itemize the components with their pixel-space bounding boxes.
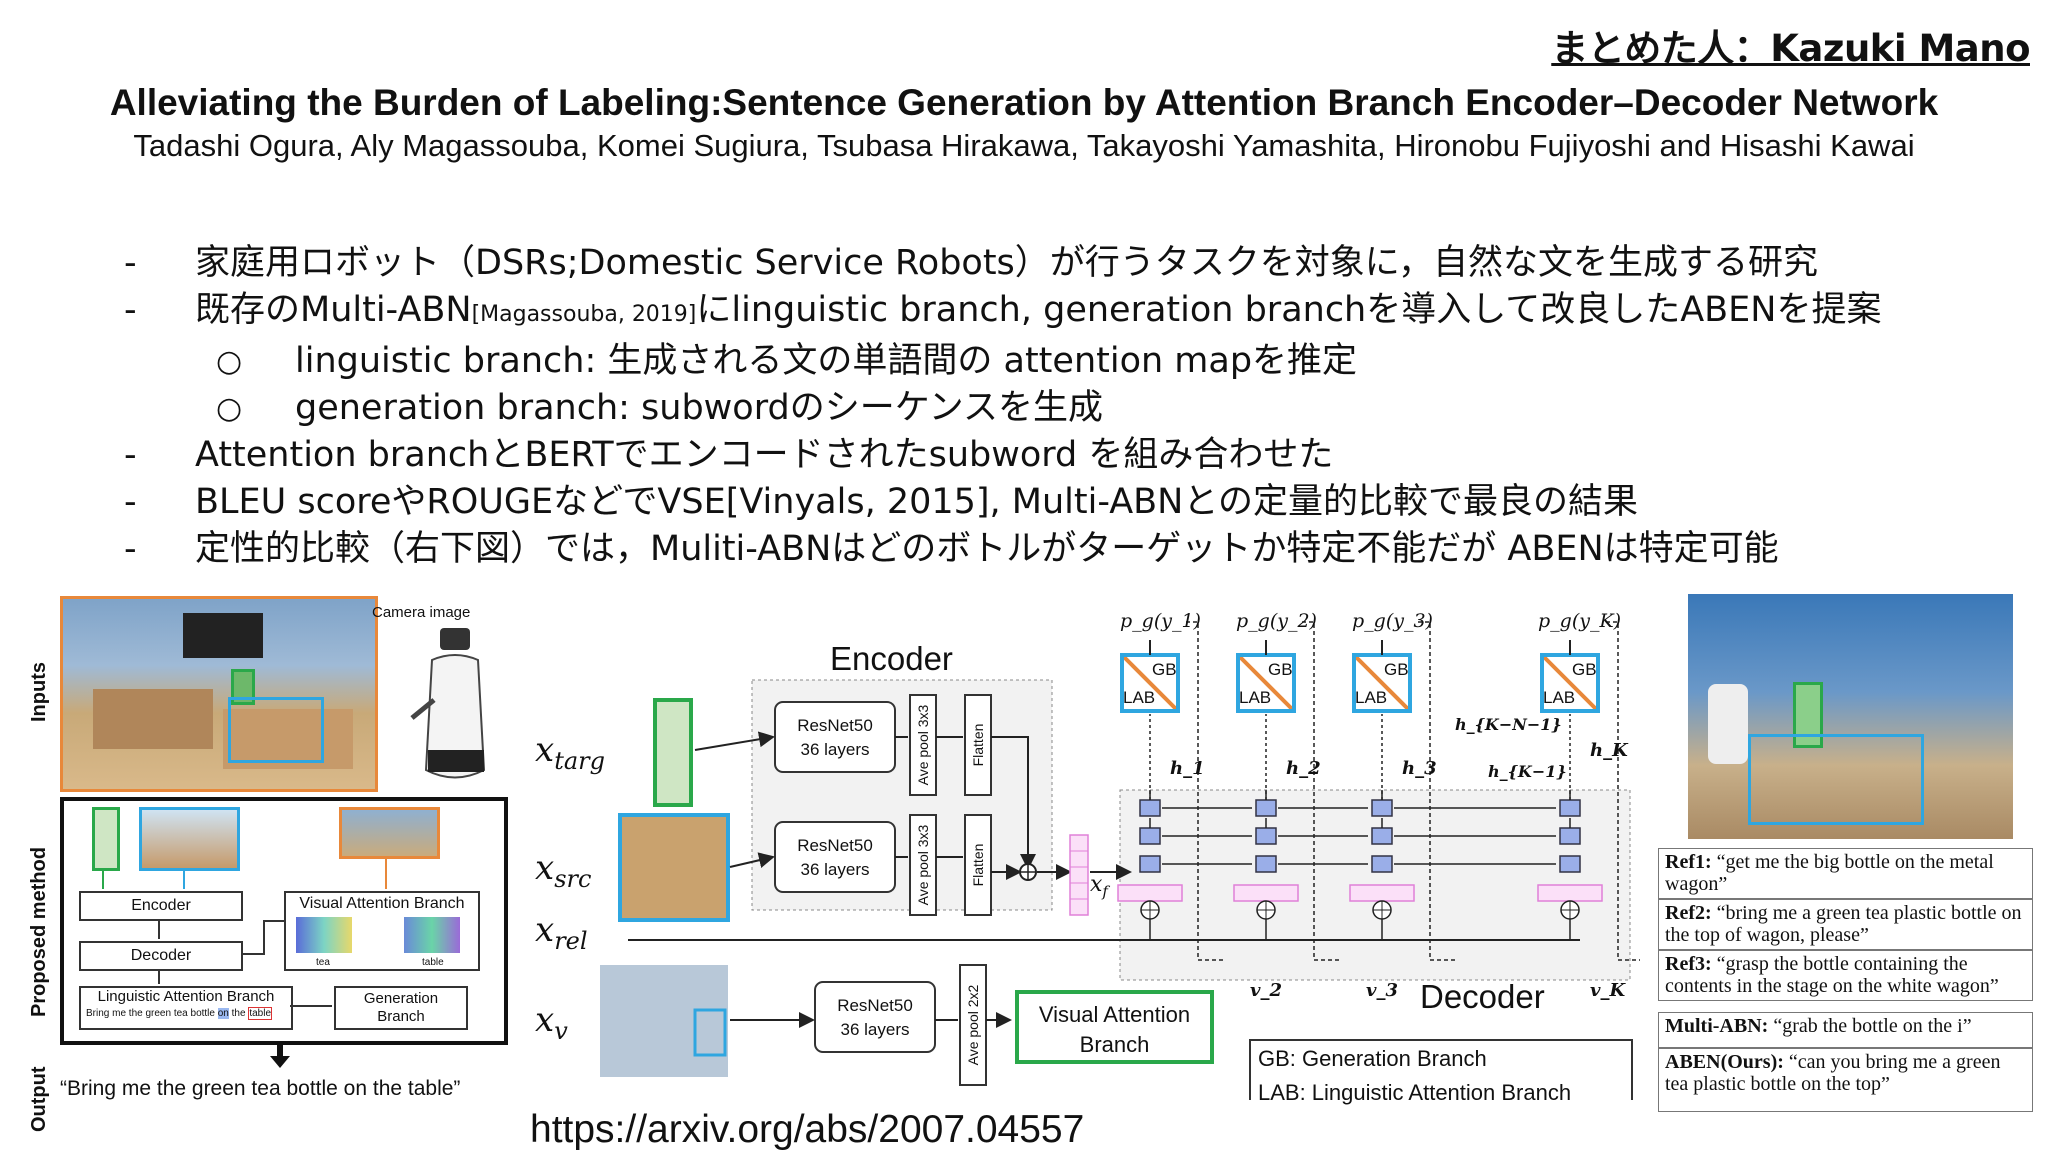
- camera-label: Camera image: [372, 604, 471, 621]
- bullet-3: -Attention branchとBERTでエンコードされたsubword を…: [124, 435, 1334, 475]
- decoder-label: Decoder: [1420, 978, 1545, 1015]
- hk1-label: h_{K−1}: [1488, 762, 1567, 781]
- tea-label: tea: [316, 957, 330, 968]
- paper-authors: Tadashi Ogura, Aly Magassouba, Komei Sug…: [133, 128, 1915, 163]
- bullet-2: -既存のMulti-ABN[Magassouba, 2019]にlinguist…: [124, 290, 1882, 330]
- multi-abn-box: Multi-ABN: “grab the bottle on the i”: [1658, 1012, 2033, 1048]
- x-v-label: xv: [535, 1000, 568, 1045]
- robot-icon: [410, 628, 486, 779]
- output-sentence: “Bring me the green tea bottle on the ta…: [60, 1077, 461, 1100]
- lab-text: LAB: [1239, 688, 1272, 707]
- decoder-node: [1371, 855, 1393, 873]
- h1-label: h_1: [1170, 758, 1205, 779]
- h2-label: h_2: [1286, 758, 1321, 779]
- lab-text: LAB: [1355, 688, 1388, 707]
- camera-image: [60, 596, 378, 792]
- x-src-label: xsrc: [535, 848, 592, 893]
- method-arrows: [102, 856, 387, 1007]
- decoder-box: Decoder: [79, 941, 243, 971]
- method-panel: Encoder Decoder Visual Attention Branch …: [60, 797, 508, 1045]
- left-figure: Inputs Proposed method Output Camera ima…: [20, 592, 525, 1137]
- decoder-node: [1371, 799, 1393, 817]
- embedding-bar: [1117, 884, 1183, 902]
- bullet-1: -家庭用ロボット（DSRs;Domestic Service Robots）が行…: [124, 243, 1819, 283]
- bullet-5: -定性的比較（右下図）では，Muliti-ABNはどのボトルがターゲットか特定不…: [124, 529, 1779, 569]
- pg-y3-label: p_g(y_3): [1352, 610, 1433, 632]
- decoder-node: [1559, 827, 1581, 845]
- linguistic-attention-branch-box: Linguistic Attention Branch: [79, 986, 293, 1030]
- x-rel-label: xrel: [535, 910, 588, 955]
- decoder-node: [1139, 827, 1161, 845]
- lab-text: LAB: [1543, 688, 1576, 707]
- flatten-targ: Flatten: [970, 723, 986, 767]
- ref1-box: Ref1: “get me the big bottle on the meta…: [1658, 848, 2033, 899]
- v2-label: v_2: [1250, 980, 1282, 1001]
- sub-bullet-1: ○linguistic branch: 生成される文の単語間の attentio…: [216, 341, 1358, 381]
- vk-label: v_K: [1590, 980, 1626, 1001]
- encoder-label: Encoder: [830, 640, 953, 677]
- bullet-4: -BLEU scoreやROUGEなどでVSE[Vinyals, 2015], …: [124, 482, 1638, 522]
- lab-text: LAB: [1123, 688, 1156, 707]
- decoder-node: [1139, 855, 1161, 873]
- avepool-v: Ave pool 2x2: [965, 984, 981, 1066]
- result-scene-image: [1688, 594, 2013, 839]
- x-f-label: xf: [1090, 872, 1108, 901]
- encoder-box: Encoder: [79, 891, 243, 921]
- label-output: Output: [28, 1066, 50, 1132]
- gb-text: GB: [1152, 660, 1177, 679]
- label-proposed-method: Proposed method: [28, 846, 50, 1017]
- embedding-bar: [1349, 884, 1415, 902]
- ref2-box: Ref2: “bring me a green tea plastic bott…: [1658, 899, 2033, 950]
- down-arrow-icon: [270, 1044, 290, 1068]
- avepool-src: Ave pool 3x3: [915, 824, 931, 906]
- decoder-node: [1255, 827, 1277, 845]
- gb-text: GB: [1268, 660, 1293, 679]
- architecture-figure: Encoder Decoder xtarg xsrc xrel xv xf Re…: [530, 610, 1640, 1105]
- h3-label: h_3: [1402, 758, 1437, 779]
- embedding-bar: [1233, 884, 1299, 902]
- decoder-node: [1139, 799, 1161, 817]
- decoder-node: [1371, 827, 1393, 845]
- avepool-targ: Ave pool 3x3: [915, 704, 931, 786]
- citation: [Magassouba, 2019]: [471, 302, 697, 327]
- author-tag: まとめた人：Kazuki Mano: [1551, 27, 2030, 70]
- x-targ-label: xtarg: [535, 730, 605, 775]
- hk-label: h_K: [1590, 740, 1628, 761]
- lab-sentence: Bring me the green tea bottle on the tab…: [86, 1007, 273, 1020]
- hkn1-label: h_{K−N−1}: [1455, 715, 1562, 734]
- ref3-box: Ref3: “grasp the bottle containing the c…: [1658, 950, 2033, 1001]
- decoder-node: [1559, 855, 1581, 873]
- decoder-cells: [1117, 621, 1640, 961]
- summary-bullets: -家庭用ロボット（DSRs;Domestic Service Robots）が行…: [120, 240, 2000, 573]
- paper-title: Alleviating the Burden of Labeling:Sente…: [109, 82, 1939, 123]
- pg-yk-label: p_g(y_K): [1538, 610, 1622, 632]
- gb-text: GB: [1384, 660, 1409, 679]
- label-inputs: Inputs: [28, 662, 50, 722]
- legend-gb: GB: Generation Branch: [1258, 1046, 1487, 1071]
- flatten-src: Flatten: [970, 843, 986, 887]
- embedding-bar: [1537, 884, 1603, 902]
- v3-label: v_3: [1366, 980, 1398, 1001]
- decoder-node: [1559, 799, 1581, 817]
- sub-bullet-2: ○generation branch: subwordのシーケンスを生成: [216, 388, 1103, 428]
- arxiv-url[interactable]: https://arxiv.org/abs/2007.04557: [530, 1108, 1085, 1151]
- legend-lab: LAB: Linguistic Attention Branch: [1258, 1080, 1572, 1105]
- pg-y2-label: p_g(y_2): [1236, 610, 1317, 632]
- gb-text: GB: [1572, 660, 1597, 679]
- pg-y1-label: p_g(y_1): [1120, 610, 1201, 632]
- decoder-node: [1255, 855, 1277, 873]
- aben-box: ABEN(Ours): “can you bring me a green te…: [1658, 1048, 2033, 1112]
- table-label: table: [422, 957, 444, 968]
- decoder-node: [1255, 799, 1277, 817]
